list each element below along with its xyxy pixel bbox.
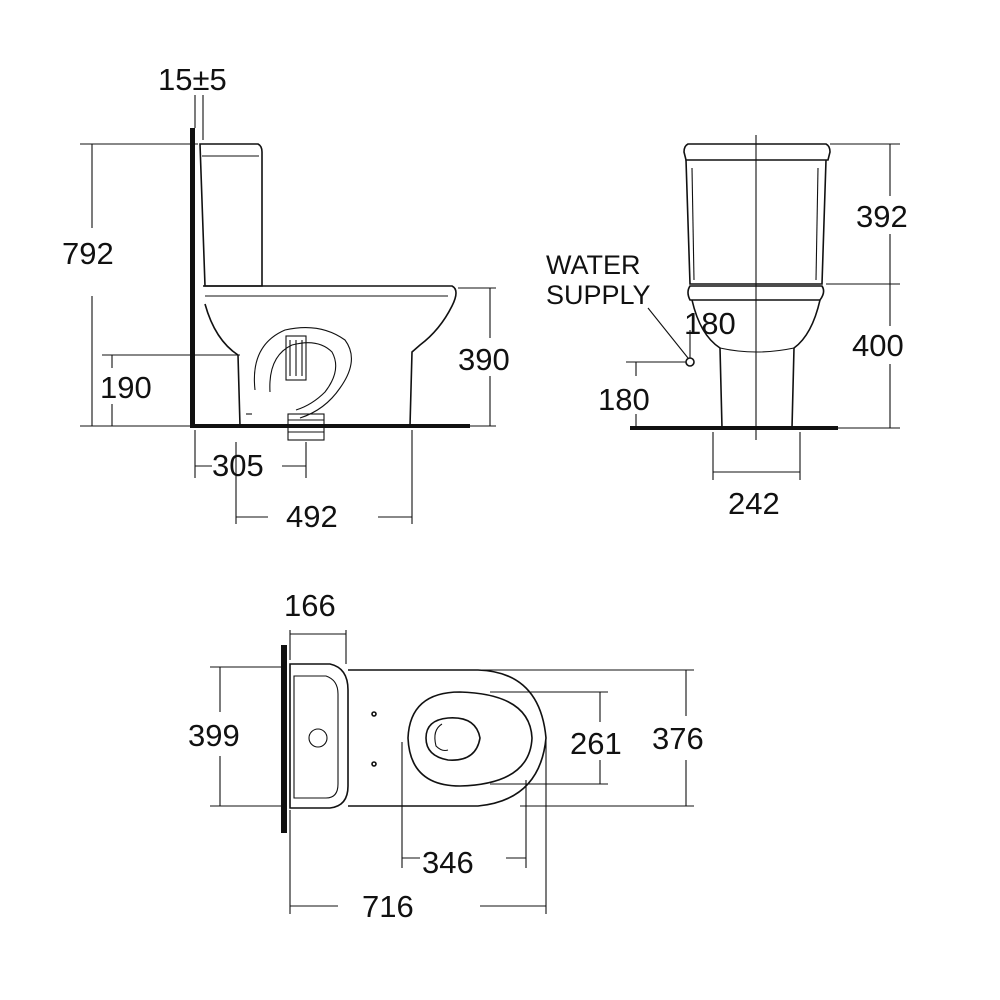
- outlet-distance-label: 305: [212, 448, 264, 483]
- water-supply-leader: [647, 307, 689, 359]
- total-height-label: 792: [62, 236, 114, 271]
- top-view: 166 399 261 376: [188, 588, 704, 924]
- dim-depth: 492: [235, 430, 413, 534]
- dim-seat-opening-width: 261: [490, 691, 622, 785]
- dim-total-height: 792: [62, 143, 198, 427]
- dim-outlet-distance: 305: [194, 430, 307, 483]
- overall-length-label: 716: [362, 889, 414, 924]
- flush-button-icon: [308, 728, 328, 748]
- depth-label: 492: [286, 499, 338, 534]
- water-supply-point: [685, 357, 695, 367]
- dim-tank-depth: 166: [284, 588, 347, 664]
- dim-pipe-center-height: 190: [100, 354, 198, 426]
- front-bowl: [687, 285, 825, 429]
- supply-height-label: 180: [598, 382, 650, 417]
- front-view: WATER SUPPLY 180 180 392 400: [546, 135, 908, 521]
- dim-bowl-width: 376: [480, 669, 704, 807]
- seat-opening-length-label: 346: [422, 845, 474, 880]
- tank-width-label: 399: [188, 718, 240, 753]
- dim-supply-offset: 180: [684, 306, 736, 358]
- top-wall: [281, 645, 287, 833]
- top-bowl: [348, 669, 547, 807]
- tank-height-label: 392: [856, 199, 908, 234]
- dim-gap-to-wall: 15±5: [158, 62, 227, 140]
- dim-supply-height: 180: [598, 361, 686, 428]
- side-view: 15±5 792 190 390: [62, 62, 510, 534]
- pipe-center-height-label: 190: [100, 370, 152, 405]
- seat-height-label: 390: [458, 342, 510, 377]
- bowl-height-label: 400: [852, 328, 904, 363]
- base-width-label: 242: [728, 486, 780, 521]
- seat-opening-width-label: 261: [570, 726, 622, 761]
- dim-bowl-height: 400: [838, 284, 904, 429]
- wall: [190, 128, 195, 426]
- dim-seat-height: 390: [458, 287, 510, 427]
- top-cistern: [289, 663, 349, 809]
- supply-offset-label: 180: [684, 306, 736, 341]
- side-bowl: [198, 285, 457, 441]
- dim-overall-length: 716: [289, 740, 547, 924]
- water-supply-label-line2: SUPPLY: [546, 280, 651, 310]
- dim-tank-width: 399: [188, 666, 282, 807]
- dim-seat-opening-length: 346: [401, 742, 527, 880]
- tank-depth-label: 166: [284, 588, 336, 623]
- gap-to-wall-label: 15±5: [158, 62, 227, 97]
- dim-base-width: 242: [712, 432, 801, 521]
- water-supply-label-line1: WATER: [546, 250, 641, 280]
- dim-tank-height: 392: [826, 143, 908, 285]
- bowl-width-label: 376: [652, 721, 704, 756]
- front-cistern: [683, 143, 831, 285]
- side-cistern: [199, 143, 263, 287]
